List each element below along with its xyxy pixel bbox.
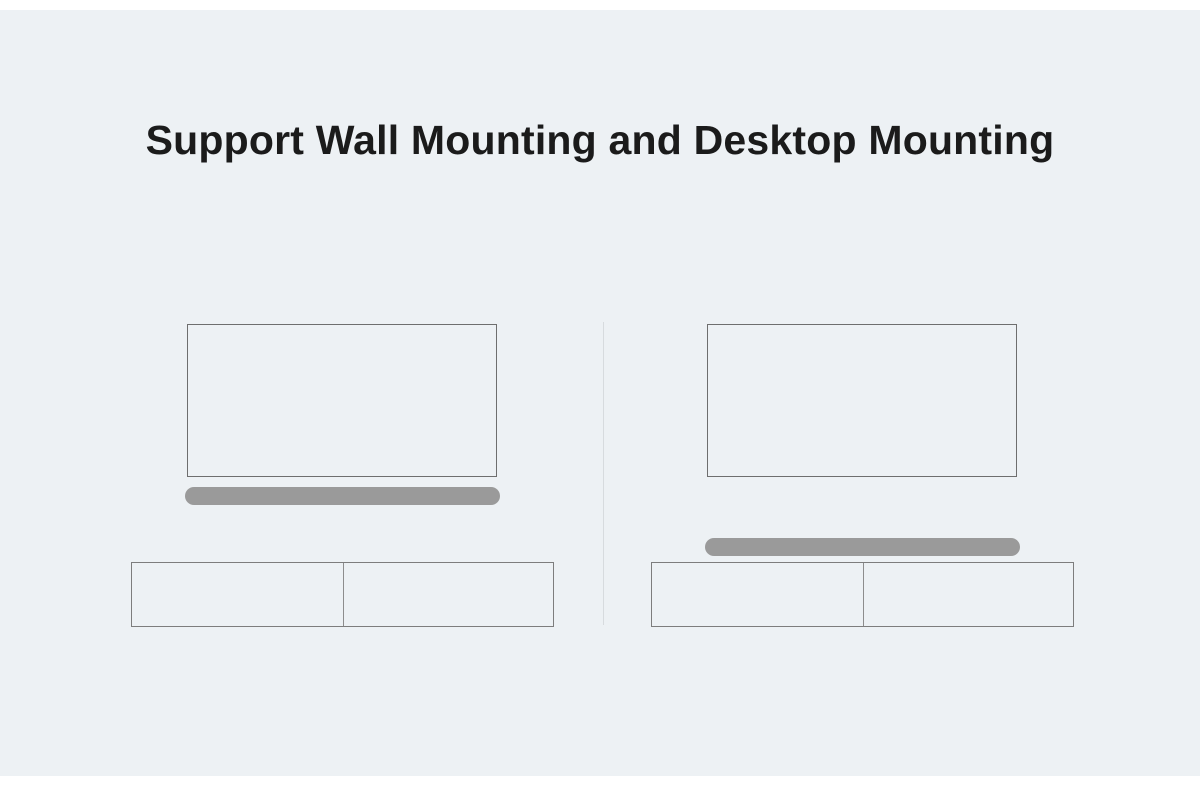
section-divider-line <box>603 322 604 625</box>
tv-outline-icon <box>187 324 497 477</box>
top-white-strip <box>0 0 1200 10</box>
soundbar-on-cabinet-icon <box>705 538 1020 556</box>
tv-outline-icon <box>707 324 1017 477</box>
cabinet-divider-line <box>342 563 344 626</box>
tv-cabinet-icon <box>651 562 1074 627</box>
page-title: Support Wall Mounting and Desktop Mounti… <box>145 117 1055 163</box>
tv-cabinet-icon <box>131 562 554 627</box>
cabinet-divider-line <box>862 563 864 626</box>
bottom-white-strip <box>0 776 1200 787</box>
soundbar-wall-mounted-icon <box>185 487 500 505</box>
